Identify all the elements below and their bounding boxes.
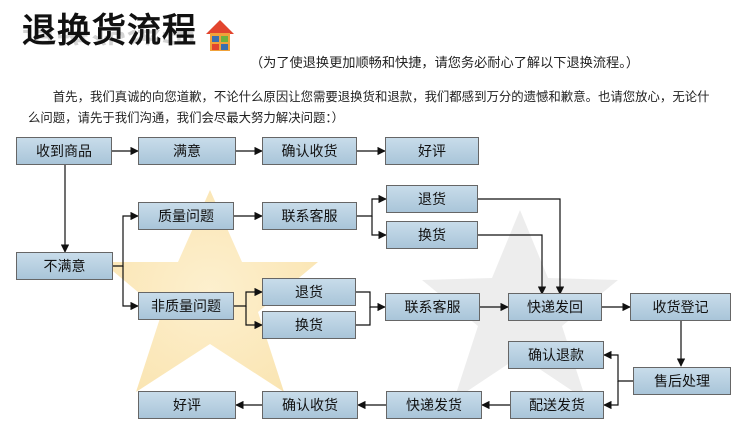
node-receipt-register: 收货登记: [630, 293, 731, 321]
node-express-return: 快递发回: [508, 293, 602, 321]
node-non-quality-issue: 非质量问题: [138, 292, 234, 320]
node-exchange-1: 换货: [386, 221, 478, 249]
node-unsatisfied: 不满意: [16, 252, 113, 280]
node-delivery: 配送发货: [510, 391, 604, 419]
arrow-nonquality-exchange2: [245, 306, 263, 330]
node-return-2: 退货: [262, 278, 356, 306]
intro-paragraph: 首先，我们真诚的向您道歉，不论什么原因让您需要退换货和退款，我们都感到万分的遗憾…: [28, 89, 710, 125]
arrow-return2-contact2: [356, 291, 386, 312]
node-confirm-receipt-bottom: 确认收货: [262, 391, 358, 419]
node-contact-service-2: 联系客服: [385, 293, 480, 321]
node-after-sales: 售后处理: [633, 367, 731, 395]
node-received: 收到商品: [16, 137, 112, 165]
node-exchange-2: 换货: [262, 311, 356, 339]
node-express-ship: 快递发货: [386, 391, 482, 419]
node-contact-service-1: 联系客服: [262, 202, 357, 230]
house-icon: [206, 20, 234, 51]
node-return-1: 退货: [386, 185, 478, 213]
arrow-aftersales-delivery: [603, 381, 619, 410]
arrow-contact-exchange1: [371, 216, 387, 240]
subtitle: （为了使退换更加顺畅和快捷，请您务必耐心了解以下退换流程。）: [250, 56, 640, 71]
arrow-unsatisfied-quality: [113, 211, 139, 267]
node-confirm-refund: 确认退款: [508, 341, 604, 369]
arrow-nonquality-return2: [234, 287, 263, 307]
node-satisfied: 满意: [138, 137, 236, 165]
node-quality-issue: 质量问题: [138, 202, 234, 230]
node-confirm-receipt-top: 确认收货: [262, 137, 357, 165]
arrow-exchange2-contact2: [356, 307, 371, 326]
arrow-aftersales-refund: [603, 350, 633, 382]
arrow-unsatisfied-nonquality: [122, 266, 139, 311]
node-good-review-bottom: 好评: [138, 391, 236, 419]
title-block: 退换货流程 退换货流程: [22, 12, 197, 50]
arrow-contact-return1: [357, 194, 387, 217]
star-watermark: [102, 190, 318, 392]
node-good-review-top: 好评: [385, 137, 479, 165]
page-title: 退换货流程: [22, 11, 197, 51]
arrow-return1-express: [478, 198, 565, 295]
arrow-exchange1-express: [478, 234, 547, 295]
